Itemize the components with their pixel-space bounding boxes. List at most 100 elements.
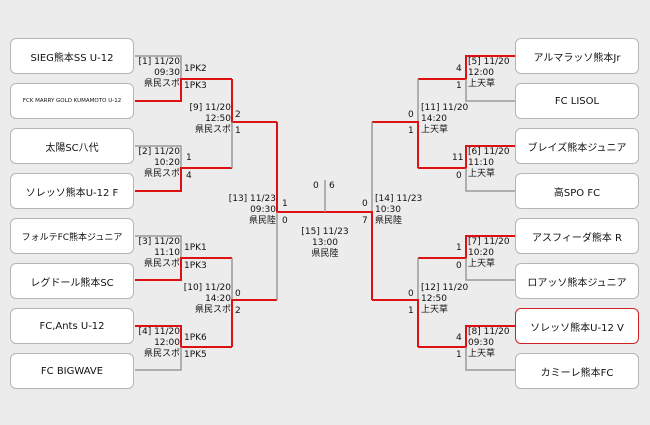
score-m4-bottom: 1PK5 [184, 350, 207, 360]
score-m8-top: 4 [456, 333, 462, 343]
match-time: 14:20 [421, 114, 447, 124]
team-box-7: FC,Ants U-12 [10, 308, 134, 344]
match-venue: 県民スポ [194, 305, 231, 315]
match-venue: 上天草 [421, 125, 449, 135]
match-time: 10:20 [468, 248, 494, 258]
score-m5-top: 4 [456, 64, 462, 74]
line-m10-bottom [231, 299, 277, 347]
match-no: [11] 11/20 [421, 103, 469, 113]
team-box-4: ソレッソ熊本U-12 F [10, 173, 134, 209]
score-m3-bottom: 1PK3 [184, 261, 207, 271]
match-no: [8] 11/20 [468, 327, 510, 337]
match-time: 11:10 [468, 158, 494, 168]
match-no: [12] 11/20 [421, 283, 469, 293]
match-time: 12:50 [421, 294, 447, 304]
match-no: [2] 11/20 [138, 147, 180, 157]
match-no: [9] 11/20 [189, 103, 231, 113]
score-m2-bottom: 4 [186, 171, 192, 181]
line-m6-top [418, 145, 515, 169]
match-venue: 県民スポ [143, 259, 180, 269]
score-m4-top: 1PK6 [184, 333, 207, 343]
team-box-16: カミーレ熊本FC [515, 353, 639, 389]
line-m7-top [418, 235, 515, 259]
match-time: 09:30 [154, 68, 180, 78]
score-m11-bottom: 1 [408, 126, 414, 136]
match-no: [13] 11/23 [228, 194, 276, 204]
match-info-8: [8] 11/20 09:30 上天草 [468, 327, 516, 360]
line-m14-bottom [325, 211, 373, 300]
team-box-13: アスフィーダ熊本 R [515, 218, 639, 254]
score-m6-top: 11 [452, 153, 464, 163]
match-venue: 県民陸 [248, 216, 276, 226]
score-m10-bottom: 2 [235, 306, 241, 316]
line-m4-top [135, 325, 232, 348]
match-info-10: [10] 11/20 14:20 県民スポ [176, 283, 231, 316]
score-final-left: 0 [313, 181, 319, 191]
match-info-2: [2] 11/20 10:20 県民スポ [132, 147, 180, 180]
score-m9-top: 2 [235, 110, 241, 120]
match-info-12: [12] 11/20 12:50 上天草 [421, 283, 476, 316]
match-time: 09:30 [250, 205, 276, 215]
team-box-1: SIEG熊本SS U-12 [10, 38, 134, 74]
score-m12-bottom: 1 [408, 306, 414, 316]
score-m5-bottom: 1 [456, 81, 462, 91]
line-m12-bottom [372, 299, 419, 347]
team-box-9: アルマラッソ熊本Jr [515, 38, 639, 74]
team-box-12: 高SPO FC [515, 173, 639, 209]
team-box-10: FC LISOL [515, 83, 639, 119]
match-info-4: [4] 11/20 12:00 県民スポ [132, 327, 180, 360]
match-info-14: [14] 11/23 10:30 県民陸 [375, 194, 433, 227]
match-venue: 県民陸 [311, 249, 339, 259]
line-m1-bottom [135, 78, 232, 102]
match-info-7: [7] 11/20 10:20 上天草 [468, 237, 516, 270]
match-info-13: [13] 11/23 09:30 県民陸 [218, 194, 276, 227]
line-m3-top [135, 235, 182, 258]
match-venue: 県民スポ [194, 125, 231, 135]
score-m14-bottom: 7 [362, 216, 368, 226]
team-box-3: 太陽SC八代 [10, 128, 134, 164]
score-m13-bottom: 0 [282, 216, 288, 226]
match-time: 12:00 [154, 338, 180, 348]
line-m7-bottom [465, 258, 515, 281]
match-time: 10:30 [375, 205, 401, 215]
score-m1-top: 1PK2 [184, 64, 207, 74]
score-m3-top: 1PK1 [184, 243, 207, 253]
score-m6-bottom: 0 [456, 171, 462, 181]
match-time: 12:00 [468, 68, 494, 78]
match-time: 13:00 [312, 238, 338, 248]
line-m5-top [418, 55, 515, 80]
line-m11-bottom [372, 121, 419, 168]
score-m10-top: 0 [235, 289, 241, 299]
team-box-2: FCK MARRY GOLD KUMAMOTO U-12 [10, 83, 134, 119]
match-info-5: [5] 11/20 12:00 上天草 [468, 57, 516, 90]
line-m8-top [418, 325, 515, 348]
line-m8-bottom [465, 347, 515, 371]
match-venue: 上天草 [421, 305, 449, 315]
match-info-9: [9] 11/20 12:50 県民スポ [176, 103, 231, 136]
match-no: [1] 11/20 [138, 57, 180, 67]
line-m2-top [135, 145, 182, 168]
score-m14-top: 0 [362, 199, 368, 209]
line-m4-bottom [135, 347, 182, 371]
match-info-11: [11] 11/20 14:20 上天草 [421, 103, 476, 136]
score-m9-bottom: 1 [235, 126, 241, 136]
score-m7-top: 1 [456, 243, 462, 253]
score-m13-top: 1 [282, 199, 288, 209]
match-no: [7] 11/20 [468, 237, 510, 247]
match-venue: 上天草 [468, 349, 496, 359]
match-no: [5] 11/20 [468, 57, 510, 67]
match-no: [10] 11/20 [183, 283, 231, 293]
team-box-15-champion: ソレッソ熊本U-12 V [515, 308, 639, 344]
team-box-8: FC BIGWAVE [10, 353, 134, 389]
score-m2-top: 1 [186, 153, 192, 163]
line-m5-bottom [465, 79, 515, 102]
team-box-14: ロアッソ熊本ジュニア [515, 263, 639, 299]
match-time: 11:10 [154, 248, 180, 258]
match-info-1: [1] 11/20 09:30 県民スポ [132, 57, 180, 90]
match-time: 14:20 [205, 294, 231, 304]
match-venue: 県民スポ [143, 79, 180, 89]
match-info-6: [6] 11/20 11:10 上天草 [468, 147, 516, 180]
match-time: 12:50 [205, 114, 231, 124]
